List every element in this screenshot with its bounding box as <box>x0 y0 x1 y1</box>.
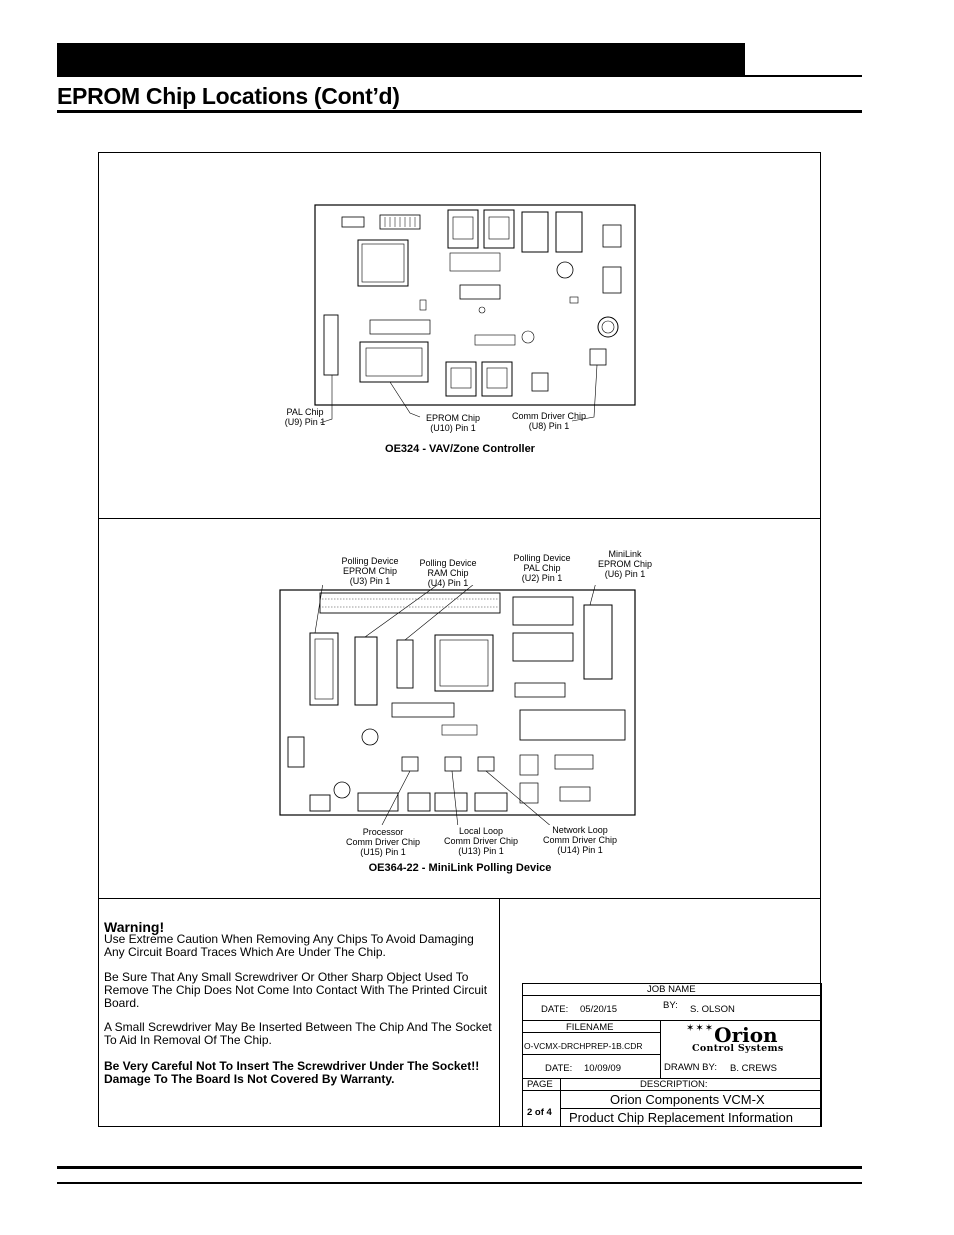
warning-paragraph-2: Be Sure That Any Small Screwdriver Or Ot… <box>104 970 488 1010</box>
header-rule <box>745 75 862 77</box>
drawn-by-value: B. CREWS <box>730 1063 777 1074</box>
star-icon: ✶✶✶ <box>686 1023 715 1034</box>
tb-rule <box>560 1078 561 1127</box>
caption-oe364: OE364-22 - MiniLink Polling Device <box>368 862 552 874</box>
oe364-board-drawing <box>279 585 636 825</box>
oe324-board-drawing <box>314 204 636 424</box>
date-1-value: 05/20/15 <box>580 1004 617 1015</box>
title-block <box>522 983 822 1127</box>
footer-rule-thick <box>57 1166 862 1169</box>
filename-label: FILENAME <box>566 1022 614 1033</box>
date-1-label: DATE: <box>541 1004 569 1015</box>
by-label: BY: <box>663 1000 678 1011</box>
tb-rule <box>522 1032 660 1033</box>
frame-divider-1 <box>98 518 821 519</box>
description-line-2: Product Chip Replacement Information <box>569 1110 794 1125</box>
callout-pd-eprom-u3: Polling Device EPROM Chip (U3) Pin 1 <box>341 556 399 586</box>
orion-logo: ✶✶✶Orion Control Systems <box>686 1023 784 1054</box>
callout-comm-driver-u8: Comm Driver Chip (U8) Pin 1 <box>511 411 586 431</box>
job-name-label: JOB NAME <box>647 984 696 995</box>
callout-pd-ram-u4: Polling Device RAM Chip (U4) Pin 1 <box>419 558 477 588</box>
date-2-value: 10/09/09 <box>584 1063 621 1074</box>
tb-rule <box>660 1020 661 1078</box>
warning-paragraph-3: A Small Screwdriver May Be Inserted Betw… <box>104 1020 492 1047</box>
callout-processor-u15: Processor Comm Driver Chip (U15) Pin 1 <box>345 827 420 857</box>
drawn-by-label: DRAWN BY: <box>664 1062 717 1073</box>
callout-minilink-eprom-u6: MiniLink EPROM Chip (U6) Pin 1 <box>597 549 652 579</box>
tb-rule <box>522 1090 822 1091</box>
callout-pd-pal-u2: Polling Device PAL Chip (U2) Pin 1 <box>513 553 571 583</box>
description-label: DESCRIPTION: <box>640 1079 708 1090</box>
title-rule <box>57 110 862 113</box>
frame-divider-2 <box>98 898 821 899</box>
filename-value: O-VCMX-DRCHPREP-1B.CDR <box>524 1041 643 1051</box>
header-bar <box>57 43 745 77</box>
page-label: PAGE <box>527 1079 553 1090</box>
by-value: S. OLSON <box>690 1004 735 1015</box>
footer-rule-thin <box>57 1182 862 1184</box>
description-line-1: Orion Components VCM-X <box>610 1092 765 1107</box>
callout-network-loop-u14: Network Loop Comm Driver Chip (U14) Pin … <box>542 825 617 855</box>
callout-pal-chip-u9: PAL Chip (U9) Pin 1 <box>284 407 326 427</box>
tb-rule <box>522 1078 822 1079</box>
tb-rule <box>522 1020 822 1021</box>
page-number: 2 of 4 <box>527 1107 552 1118</box>
warning-paragraph-1: Use Extreme Caution When Removing Any Ch… <box>104 932 474 959</box>
date-2-label: DATE: <box>545 1063 573 1074</box>
tb-rule <box>522 1054 660 1055</box>
warning-paragraph-4: Be Very Careful Not To Insert The Screwd… <box>104 1059 480 1086</box>
tb-rule <box>522 995 822 996</box>
page-title: EPROM Chip Locations (Cont’d) <box>57 83 400 109</box>
caption-oe324: OE324 - VAV/Zone Controller <box>385 443 535 455</box>
tb-rule <box>560 1108 822 1109</box>
figure-frame <box>98 152 821 1127</box>
warning-heading: Warning! <box>104 919 165 935</box>
callout-local-loop-u13: Local Loop Comm Driver Chip (U13) Pin 1 <box>443 826 518 856</box>
frame-divider-3 <box>499 898 500 1127</box>
callout-eprom-chip-u10: EPROM Chip (U10) Pin 1 <box>425 413 480 433</box>
